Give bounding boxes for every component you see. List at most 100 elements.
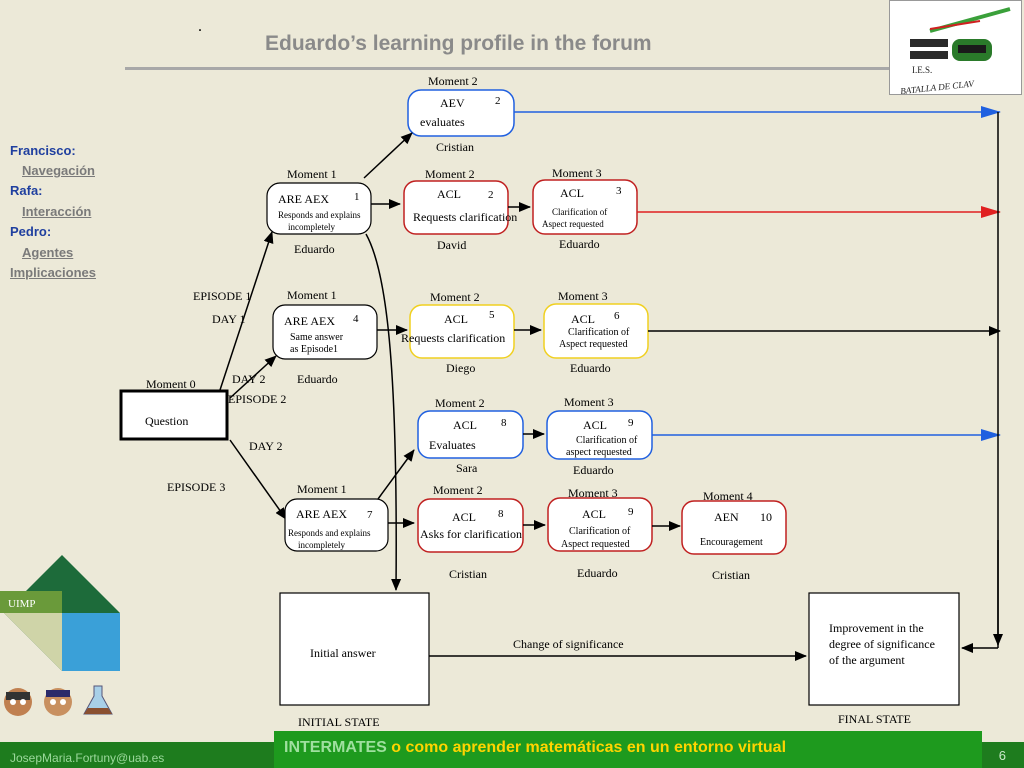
character-face-icon: [44, 688, 72, 716]
node-12-person: Eduardo: [577, 566, 618, 580]
arrow-n1-n2: [363, 132, 413, 179]
node-13-desc: Encouragement: [700, 537, 763, 548]
question-moment: Moment 0: [146, 377, 196, 391]
node-5-code: ARE AEX: [284, 314, 335, 328]
sidebar-item-3[interactable]: Interacción: [22, 204, 92, 219]
footer-left: JosepMaria.Fortuny@uab.es: [0, 742, 274, 768]
node-9-code: ACL: [583, 418, 607, 432]
episode-1-label: EPISODE 1: [193, 289, 251, 303]
footer-banner: INTERMATES o como aprender matemáticas e…: [274, 731, 982, 768]
final-state: Improvement in the degree of significanc…: [808, 592, 960, 726]
node-4-number: 3: [616, 185, 622, 197]
node-12-code: ACL: [582, 507, 606, 521]
node-2-person: Cristian: [436, 140, 474, 154]
node-4-desc: Clarification of: [552, 207, 607, 217]
change-label: Change of significance: [513, 637, 624, 651]
node-10-desc2: incompletely: [298, 540, 345, 550]
school-logo: I.E.S. BATALLA DE CLAV: [889, 0, 1022, 96]
node-3-moment: Moment 2: [425, 167, 475, 181]
title-divider: [125, 67, 890, 70]
node-6: Moment 2 ACL 5 Requests clarification Di…: [401, 290, 515, 375]
node-6-moment: Moment 2: [430, 290, 480, 304]
node-7: Moment 3 ACL 6 Clarification of Aspect r…: [543, 289, 649, 375]
node-1-person: Eduardo: [294, 242, 335, 256]
node-1-number: 1: [354, 191, 360, 203]
node-11-moment: Moment 2: [433, 483, 483, 497]
node-4-code: ACL: [560, 186, 584, 200]
node-7-desc2: Aspect requested: [559, 339, 628, 350]
character-icons: [0, 680, 125, 722]
uimp-logo: UIMP: [0, 555, 122, 673]
node-9-desc: Clarification of: [576, 435, 638, 446]
node-4: Moment 3 ACL 3 Clarification of Aspect r…: [532, 166, 638, 251]
final-line-1: Improvement in the: [829, 621, 924, 635]
sidebar-item-2: Rafa:: [10, 183, 43, 198]
node-13-code: AEN: [714, 510, 739, 524]
node-7-moment: Moment 3: [558, 289, 608, 303]
character-face-icon: [4, 688, 32, 716]
node-12-number: 9: [628, 506, 634, 518]
footer-subtitle: o como aprender matemáticas en un entorn…: [386, 739, 787, 756]
node-13-moment: Moment 4: [703, 489, 753, 503]
episode-3-label: EPISODE 3: [167, 480, 225, 494]
school-logo-caption: I.E.S.: [912, 65, 932, 75]
node-11: Moment 2 ACL 8 Asks for clarification Cr…: [417, 483, 524, 581]
uimp-logo-text: UIMP: [8, 598, 36, 610]
sidebar-item-4: Pedro:: [10, 224, 52, 239]
node-4-person: Eduardo: [559, 237, 600, 251]
node-6-desc: Requests clarification: [401, 331, 505, 345]
initial-state: Initial answer INITIAL STATE: [279, 592, 430, 729]
node-13: Moment 4 AEN 10 Encouragement Cristian: [681, 489, 787, 582]
arrow-episode-3: [229, 439, 287, 520]
node-13-number: 10: [760, 510, 772, 524]
node-7-person: Eduardo: [570, 361, 611, 375]
node-11-desc: Asks for clarification: [420, 527, 522, 541]
node-10-moment: Moment 1: [297, 482, 347, 496]
episode-2-label: EPISODE 2: [228, 392, 286, 406]
episode-3-day: DAY 2: [249, 439, 282, 453]
node-11-number: 8: [498, 508, 504, 520]
node-2-moment: Moment 2: [428, 74, 478, 88]
sidebar-item-1[interactable]: Navegación: [22, 163, 95, 178]
node-9-desc2: aspect requested: [566, 447, 632, 458]
node-11-code: ACL: [452, 510, 476, 524]
node-4-desc2: Aspect requested: [542, 219, 604, 229]
sidebar-item-5[interactable]: Agentes: [22, 245, 74, 260]
page-number: 6: [998, 748, 1006, 763]
node-13-person: Cristian: [712, 568, 750, 582]
node-6-person: Diego: [446, 361, 475, 375]
question-node: Moment 0 Question: [119, 377, 229, 441]
node-10-number: 7: [367, 509, 373, 521]
node-7-code: ACL: [571, 312, 595, 326]
initial-state-caption: INITIAL STATE: [298, 715, 380, 729]
sidebar-item-6[interactable]: Implicaciones: [10, 265, 96, 280]
node-1: Moment 1 ARE AEX 1 Responds and explains…: [266, 167, 372, 256]
final-line-3: of the argument: [829, 653, 905, 667]
arrow-episode-1: [219, 231, 274, 391]
page-title: Eduardo’s learning profile in the forum: [265, 32, 652, 55]
arrow-n1-initial: [365, 233, 402, 591]
node-4-moment: Moment 3: [552, 166, 602, 180]
node-12-desc: Clarification of: [569, 526, 631, 537]
node-1-moment: Moment 1: [287, 167, 337, 181]
episode-1-day: DAY 1: [212, 312, 245, 326]
node-5: Moment 1 ARE AEX 4 Same answer as Episod…: [272, 288, 378, 386]
node-8-code: ACL: [453, 418, 477, 432]
node-11-person: Cristian: [449, 567, 487, 581]
node-7-number: 6: [614, 310, 620, 322]
node-8-number: 8: [501, 417, 507, 429]
node-3-number: 2: [488, 189, 494, 201]
node-9: Moment 3 ACL 9 Clarification of aspect r…: [546, 395, 653, 477]
episode-2-day: DAY 2: [232, 372, 265, 386]
node-8-desc: Evaluates: [429, 438, 476, 452]
node-2-desc: evaluates: [420, 115, 465, 129]
node-3-person: David: [437, 238, 466, 252]
decorative-dot: .: [198, 18, 202, 35]
node-9-moment: Moment 3: [564, 395, 614, 409]
footer-title: INTERMATES o como aprender matemáticas e…: [284, 739, 786, 757]
author-email[interactable]: JosepMaria.Fortuny@uab.es: [10, 751, 165, 765]
node-1-desc2: incompletely: [288, 222, 335, 232]
node-5-person: Eduardo: [297, 372, 338, 386]
node-5-moment: Moment 1: [287, 288, 337, 302]
learning-profile-diagram: Moment 0 Question EPISODE 1 DAY 1 DAY 2 …: [119, 74, 1003, 729]
